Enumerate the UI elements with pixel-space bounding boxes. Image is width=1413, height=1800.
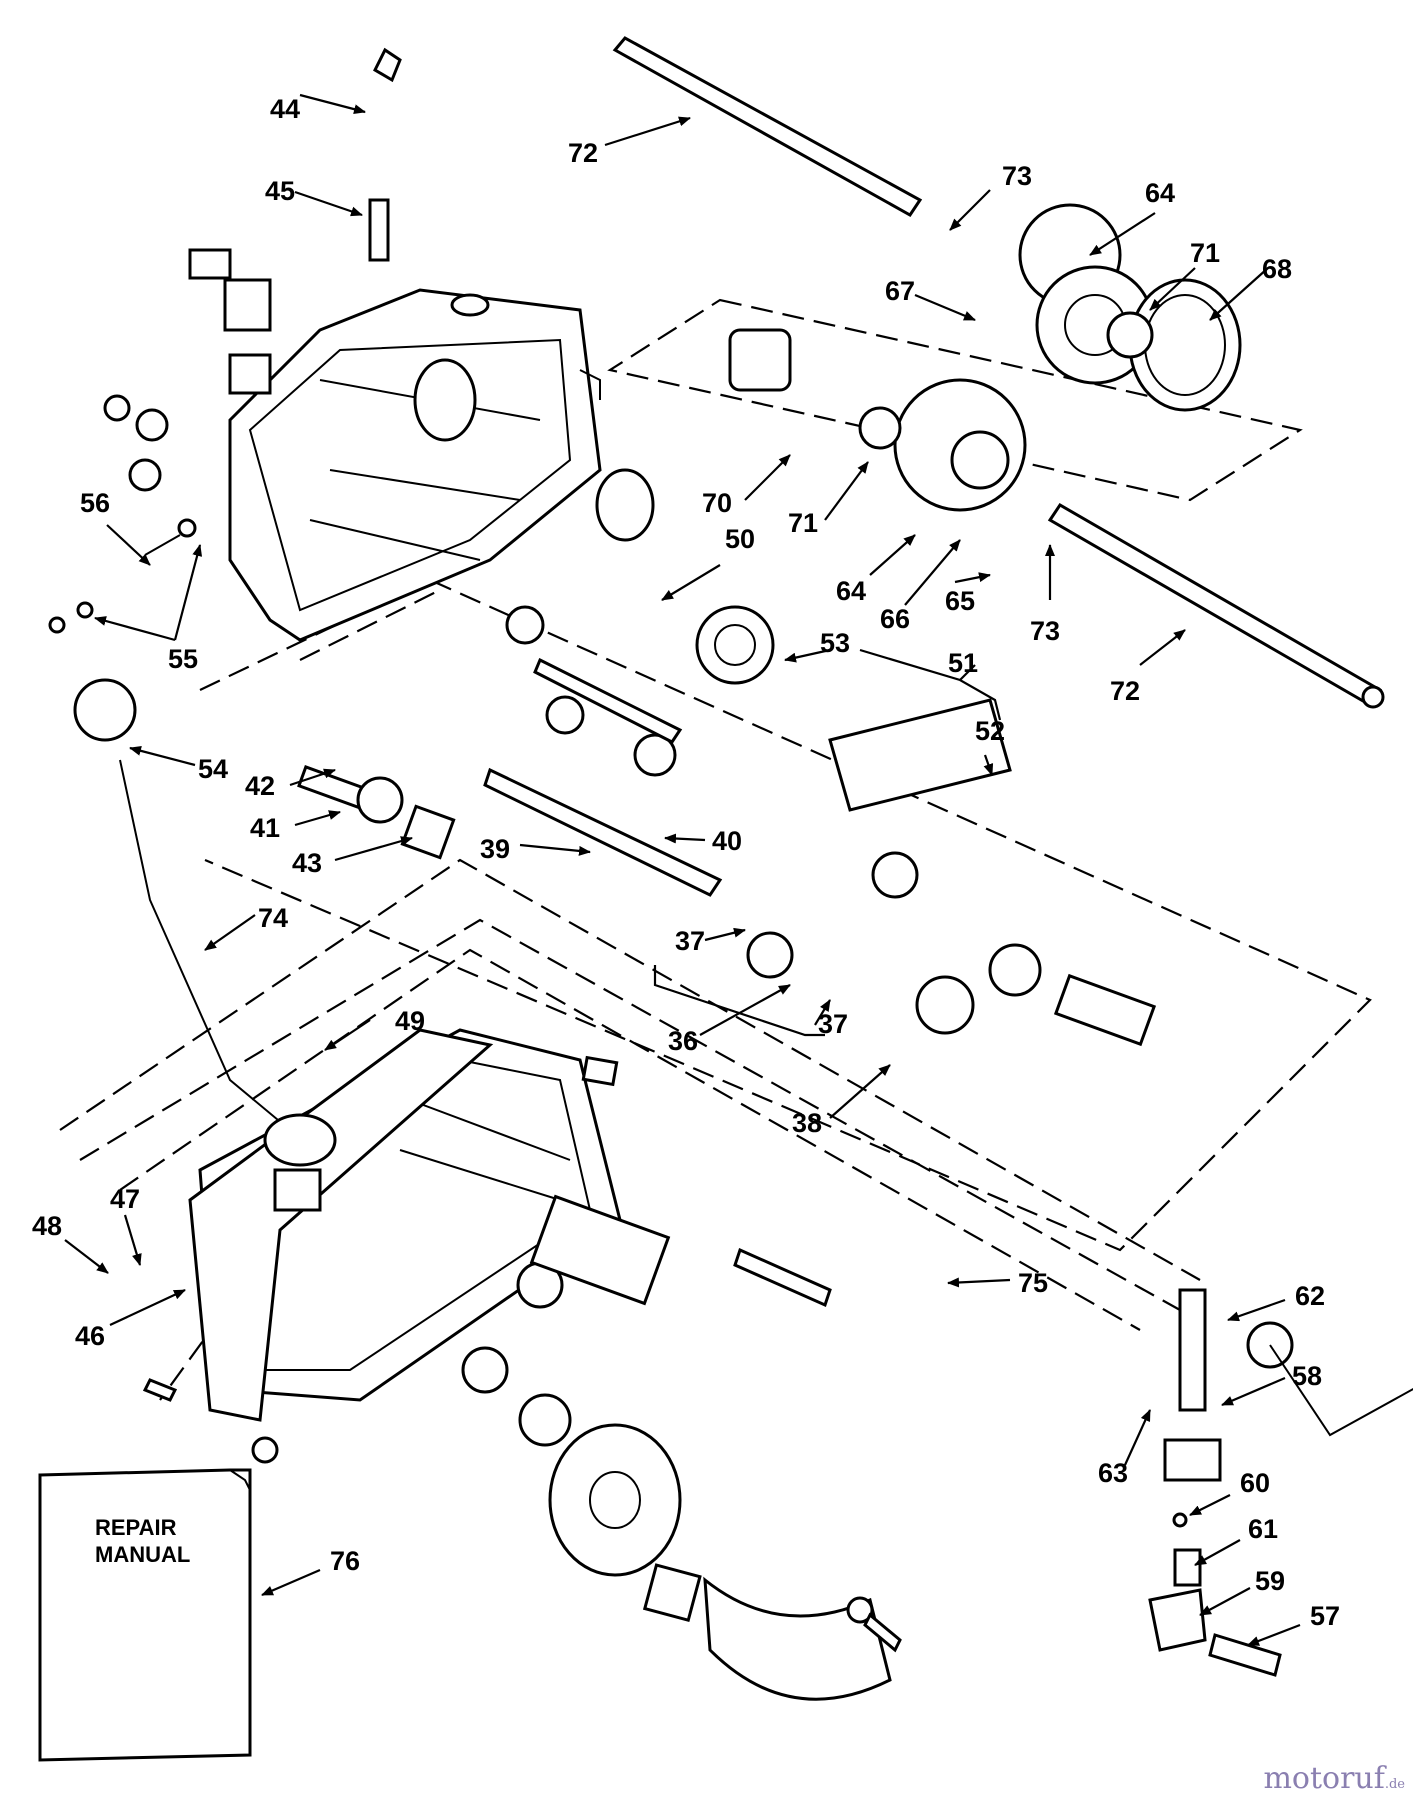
watermark: motoruf.de xyxy=(1263,1761,1405,1796)
callout-73-mid: 73 xyxy=(1030,616,1060,646)
watermark-name: motoruf xyxy=(1263,1761,1385,1796)
callout-64-top: 64 xyxy=(1145,178,1175,208)
repair-manual: REPAIR MANUAL xyxy=(38,1468,252,1762)
callout-59: 59 xyxy=(1255,1566,1285,1596)
callout-57: 57 xyxy=(1310,1601,1340,1631)
misc-hardware xyxy=(48,47,1282,1677)
callout-66: 66 xyxy=(880,604,910,634)
callout-53: 53 xyxy=(820,628,850,658)
callout-58: 58 xyxy=(1292,1361,1322,1391)
callout-52: 52 xyxy=(975,716,1005,746)
callout-74: 74 xyxy=(258,903,288,933)
callout-46: 46 xyxy=(75,1321,105,1351)
callout-40: 40 xyxy=(712,826,742,856)
callout-61: 61 xyxy=(1248,1514,1278,1544)
callout-60: 60 xyxy=(1240,1468,1270,1498)
callout-43: 43 xyxy=(292,848,322,878)
shift-lever-assembly xyxy=(73,678,1413,1437)
callout-64-mid: 64 xyxy=(836,576,866,606)
callout-44: 44 xyxy=(270,94,300,124)
callout-38: 38 xyxy=(792,1108,822,1138)
callout-56: 56 xyxy=(80,488,110,518)
callout-36: 36 xyxy=(668,1026,698,1056)
brake-parts xyxy=(461,1194,892,1701)
cover-gasket xyxy=(188,1028,494,1422)
callout-45: 45 xyxy=(265,176,295,206)
callout-62: 62 xyxy=(1295,1281,1325,1311)
callout-73-top: 73 xyxy=(1002,161,1032,191)
callout-37-upper: 37 xyxy=(675,926,705,956)
differential-parts xyxy=(728,203,1242,512)
callout-47: 47 xyxy=(110,1184,140,1214)
callout-41: 41 xyxy=(250,813,280,843)
leader-lines xyxy=(64,93,1301,1647)
callout-75: 75 xyxy=(1018,1268,1048,1298)
callout-37-lower: 37 xyxy=(818,1009,848,1039)
callout-50: 50 xyxy=(725,524,755,554)
callout-71-top: 71 xyxy=(1190,238,1220,268)
axle-shafts xyxy=(612,36,1385,709)
watermark-tld: .de xyxy=(1384,1777,1405,1792)
callout-51: 51 xyxy=(948,648,978,678)
callout-42: 42 xyxy=(245,771,275,801)
callout-72-bottom: 72 xyxy=(1110,676,1140,706)
upper-transmission-case xyxy=(228,288,602,642)
callout-49: 49 xyxy=(395,1006,425,1036)
callout-72-top: 72 xyxy=(568,138,598,168)
callout-55: 55 xyxy=(168,644,198,674)
gear-cluster xyxy=(483,605,1157,1047)
manual-title-line2: MANUAL xyxy=(95,1542,190,1567)
callout-67: 67 xyxy=(885,276,915,306)
callout-39: 39 xyxy=(480,834,510,864)
callout-labels: 44 45 72 73 64 71 68 67 56 55 70 71 64 6… xyxy=(32,94,1340,1631)
callout-54: 54 xyxy=(198,754,228,784)
callout-70: 70 xyxy=(702,488,732,518)
callout-48: 48 xyxy=(32,1211,62,1241)
callout-71-mid: 71 xyxy=(788,508,818,538)
callout-65: 65 xyxy=(945,586,975,616)
callout-68: 68 xyxy=(1262,254,1292,284)
manual-title-line1: REPAIR xyxy=(95,1515,177,1540)
callout-76: 76 xyxy=(330,1546,360,1576)
callout-63: 63 xyxy=(1098,1458,1128,1488)
